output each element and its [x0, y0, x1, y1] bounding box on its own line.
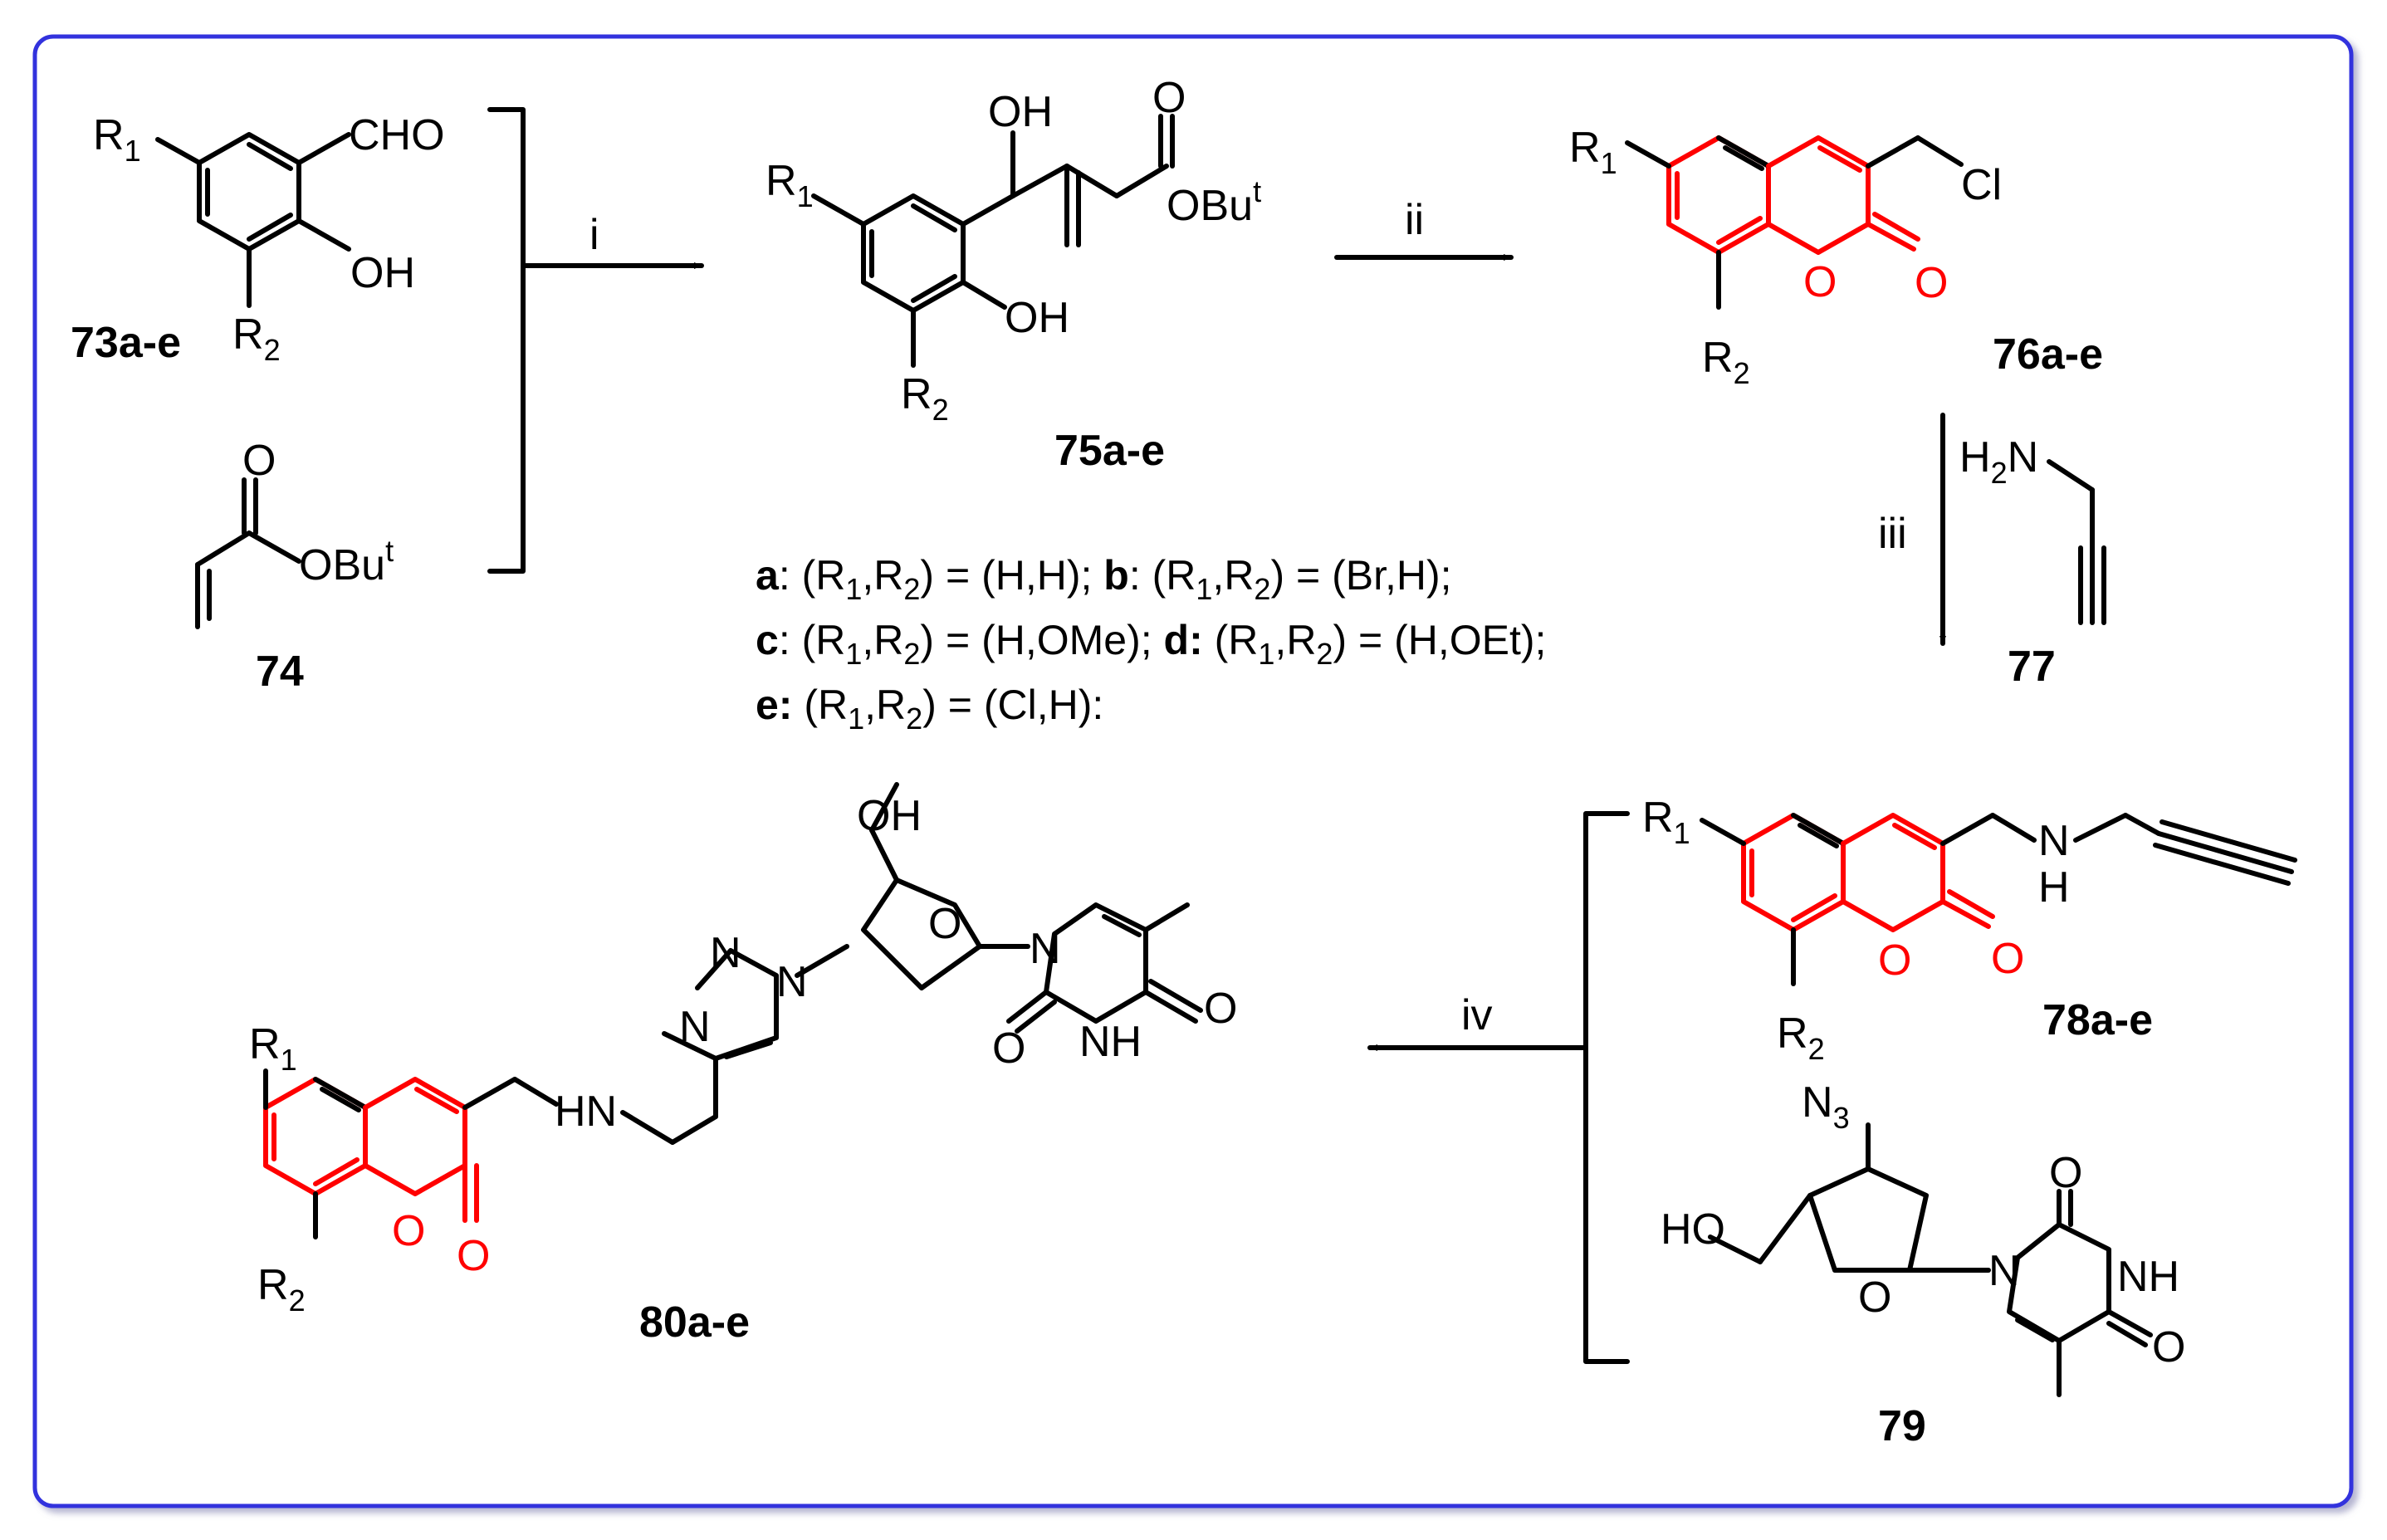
compound-74: O OBut 74	[195, 437, 394, 696]
svg-text:e: (R1,R2) = (Cl,H):: e: (R1,R2) = (Cl,H):	[756, 682, 1103, 736]
svg-text:OH: OH	[857, 792, 922, 840]
svg-text:N: N	[2038, 817, 2070, 865]
step-i: i	[487, 107, 704, 574]
svg-text:OH: OH	[988, 88, 1053, 136]
svg-text:O: O	[457, 1232, 490, 1280]
svg-text:iii: iii	[1878, 510, 1907, 558]
label-73: 73a-e	[71, 319, 181, 367]
svg-text:O: O	[1915, 259, 1948, 307]
svg-text:O: O	[2049, 1149, 2082, 1197]
svg-text:R1: R1	[249, 1020, 297, 1077]
svg-text:R1: R1	[93, 111, 141, 168]
svg-text:R2: R2	[901, 370, 949, 427]
label-79: 79	[1878, 1402, 1926, 1450]
svg-text:R1: R1	[766, 157, 814, 213]
svg-text:O: O	[1878, 936, 1911, 985]
svg-text:iv: iv	[1461, 991, 1493, 1039]
svg-text:HN: HN	[555, 1088, 617, 1136]
svg-text:H: H	[2038, 863, 2070, 912]
svg-text:O: O	[992, 1024, 1025, 1073]
svg-text:O: O	[392, 1207, 425, 1255]
step-ii: ii	[1334, 196, 1514, 261]
svg-text:O: O	[1152, 74, 1186, 122]
svg-text:O: O	[242, 437, 276, 485]
svg-text:OBut: OBut	[299, 534, 394, 589]
svg-text:N: N	[1988, 1247, 2020, 1295]
svg-text:O: O	[928, 900, 961, 948]
compound-80: O O R1 R2 HN N N N OH O N O O NH 80a-e	[249, 782, 1237, 1347]
svg-text:a: (R1,R2) = (H,H); b: (R1,R2): a: (R1,R2) = (H,H); b: (R1,R2) = (Br,H);	[756, 552, 1452, 606]
svg-text:OH: OH	[1005, 294, 1069, 342]
compound-73: R1 CHO OH R2 73a-e	[71, 111, 445, 367]
svg-text:Cl: Cl	[1961, 161, 2002, 209]
svg-text:O: O	[1803, 258, 1837, 306]
svg-text:N: N	[679, 1003, 711, 1051]
svg-text:OBut: OBut	[1167, 174, 1261, 230]
svg-text:H2N: H2N	[1959, 433, 2038, 490]
label-78: 78a-e	[2042, 996, 2153, 1044]
svg-text:HO: HO	[1661, 1205, 1725, 1254]
svg-text:N: N	[1030, 925, 1061, 973]
svg-text:ii: ii	[1405, 196, 1424, 244]
svg-text:O: O	[1204, 985, 1237, 1033]
svg-text:NH: NH	[1079, 1018, 1142, 1066]
svg-text:N: N	[710, 929, 741, 977]
svg-text:R2: R2	[232, 310, 281, 367]
compound-78: O O N H R1 R2 78a-e	[1583, 794, 2297, 1364]
substituent-note: a: (R1,R2) = (H,H); b: (R1,R2) = (Br,H);…	[756, 552, 1546, 736]
svg-text:c: (R1,R2) = (H,OMe); d: (R1,R: c: (R1,R2) = (H,OMe); d: (R1,R2) = (H,OE…	[756, 617, 1546, 671]
label-80: 80a-e	[639, 1298, 750, 1347]
label-77: 77	[2008, 643, 2056, 691]
svg-text:CHO: CHO	[349, 111, 445, 159]
svg-text:O: O	[1991, 935, 2024, 983]
svg-text:N3: N3	[1802, 1078, 1850, 1135]
svg-text:R1: R1	[1642, 794, 1690, 850]
svg-text:R2: R2	[257, 1261, 306, 1318]
svg-text:N: N	[776, 958, 808, 1006]
svg-text:O: O	[1858, 1274, 1891, 1322]
step-iii: iii	[1878, 413, 1946, 646]
label-76: 76a-e	[1993, 330, 2103, 379]
label-75: 75a-e	[1054, 427, 1165, 475]
compound-76: O O Cl R1 R2 76a-e	[1569, 124, 2103, 390]
label-74: 74	[256, 648, 304, 696]
step-iv: iv	[1367, 991, 1588, 1051]
svg-text:R2: R2	[1777, 1010, 1825, 1066]
svg-text:NH: NH	[2117, 1253, 2179, 1301]
svg-text:O: O	[2152, 1323, 2185, 1371]
compound-79: N3 HO O N O NH O 79	[1661, 1078, 2185, 1450]
svg-text:R2: R2	[1702, 334, 1750, 390]
svg-text:i: i	[589, 211, 599, 259]
compound-75: OH O OBut OH R1 R2 75a-e	[766, 74, 1261, 475]
svg-text:R1: R1	[1569, 124, 1617, 180]
scheme-frame	[32, 34, 2354, 1508]
svg-text:OH: OH	[350, 249, 415, 297]
compound-77: H2N 77	[1959, 433, 2106, 691]
